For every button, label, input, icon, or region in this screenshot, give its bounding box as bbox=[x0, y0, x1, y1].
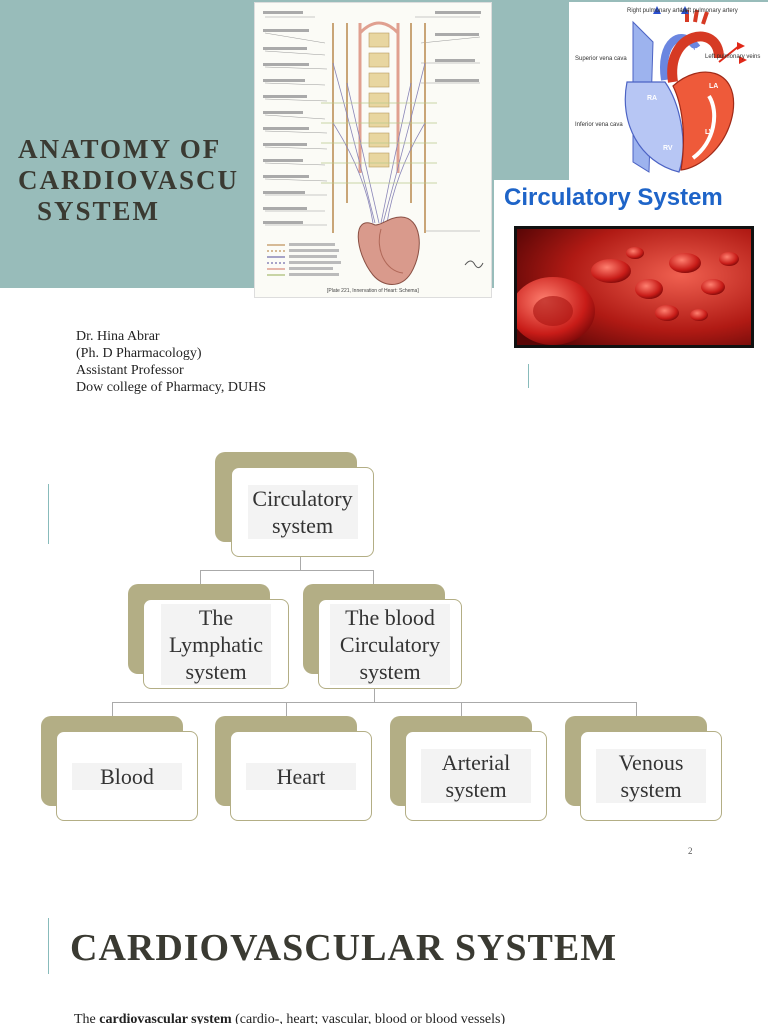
accent-tick bbox=[48, 484, 49, 544]
node-blood-circulatory-system: The blood Circulatory system bbox=[303, 584, 463, 690]
node-arterial-system: Arterial system bbox=[390, 716, 548, 822]
accent-tick bbox=[528, 364, 529, 388]
label-lv: LV bbox=[705, 129, 714, 136]
title-line-2: CARDIOVASCU bbox=[18, 165, 240, 195]
connector bbox=[461, 702, 462, 716]
blood-cells-drawing bbox=[517, 229, 751, 345]
node-label: Venous system bbox=[596, 749, 706, 803]
title-line-3: SYSTEM bbox=[37, 196, 161, 226]
body-prefix: The bbox=[74, 1012, 100, 1024]
slide-cardiovascular: CARDIOVASCULAR SYSTEM The cardiovascular… bbox=[0, 880, 768, 1024]
connector bbox=[200, 570, 201, 584]
label-superior-vena-cava: Superior vena cava bbox=[575, 56, 627, 62]
body-bold-term: cardiovascular system bbox=[99, 1012, 232, 1024]
label-ra: RA bbox=[647, 95, 657, 102]
connector bbox=[636, 702, 637, 716]
author-position: Assistant Professor bbox=[76, 363, 184, 378]
connector bbox=[112, 702, 113, 716]
node-label: Blood bbox=[72, 762, 182, 790]
accent-tick bbox=[48, 918, 49, 974]
slide-hierarchy: Circulatory system The Lymphatic system … bbox=[0, 420, 768, 880]
label-right-pulmonary-artery: Right pulmonary artery bbox=[627, 8, 688, 14]
connector bbox=[200, 570, 374, 571]
heart-chambers-diagram: Right pulmonary artery Left pulmonary ar… bbox=[569, 2, 768, 180]
slide-heading: CARDIOVASCULAR SYSTEM bbox=[70, 927, 618, 969]
red-blood-cells-image bbox=[514, 226, 754, 348]
page-number: 2 bbox=[688, 846, 693, 856]
heart-diagram-drawing: Right pulmonary artery Left pulmonary ar… bbox=[575, 6, 760, 173]
connector bbox=[374, 688, 375, 702]
slide-title: ANATOMY OF CARDIOVASCU SYSTEM bbox=[0, 0, 768, 420]
node-blood: Blood bbox=[41, 716, 199, 822]
circulatory-system-heading: Circulatory System bbox=[504, 184, 723, 211]
author-name: Dr. Hina Abrar bbox=[76, 329, 160, 344]
node-venous-system: Venous system bbox=[565, 716, 723, 822]
label-left-pulmonary-veins: Left pulmonary veins bbox=[705, 54, 760, 60]
node-circulatory-system: Circulatory system bbox=[215, 452, 375, 558]
label-left-pulmonary-artery: Left pulmonary artery bbox=[681, 8, 738, 14]
connector bbox=[300, 556, 301, 570]
label-rv: RV bbox=[663, 145, 673, 152]
node-label: The blood Circulatory system bbox=[330, 603, 450, 685]
author-block: Dr. Hina Abrar (Ph. D Pharmacology) Assi… bbox=[76, 328, 266, 396]
author-institution: Dow college of Pharmacy, DUHS bbox=[76, 380, 266, 395]
label-inferior-vena-cava: Inferior vena cava bbox=[575, 122, 623, 128]
body-rest: (cardio-, heart; vascular, blood or bloo… bbox=[231, 1012, 506, 1024]
node-lymphatic-system: The Lymphatic system bbox=[128, 584, 290, 690]
node-label: Arterial system bbox=[421, 749, 531, 803]
node-heart: Heart bbox=[215, 716, 373, 822]
heart-innervation-image: [Plate 221, Innervation of Heart: Schema… bbox=[254, 2, 492, 298]
circulatory-system-image: Circulatory System bbox=[494, 180, 768, 358]
author-degree: (Ph. D Pharmacology) bbox=[76, 346, 202, 361]
title-line-1: ANATOMY OF bbox=[18, 134, 222, 164]
connector bbox=[286, 702, 287, 716]
innervation-drawing: [Plate 221, Innervation of Heart: Schema… bbox=[255, 3, 491, 297]
slide-title-text: ANATOMY OF CARDIOVASCU SYSTEM bbox=[18, 134, 258, 227]
connector bbox=[373, 570, 374, 584]
label-la: LA bbox=[709, 83, 718, 90]
connector bbox=[112, 702, 637, 703]
node-label: Heart bbox=[246, 762, 356, 790]
label-aorta: Aorta bbox=[685, 47, 703, 54]
body-text: The cardiovascular system (cardio-, hear… bbox=[74, 1012, 505, 1024]
node-label: The Lymphatic system bbox=[161, 603, 271, 685]
node-label: Circulatory system bbox=[247, 485, 358, 539]
nerve-image-caption: [Plate 221, Innervation of Heart: Schema… bbox=[327, 288, 419, 294]
